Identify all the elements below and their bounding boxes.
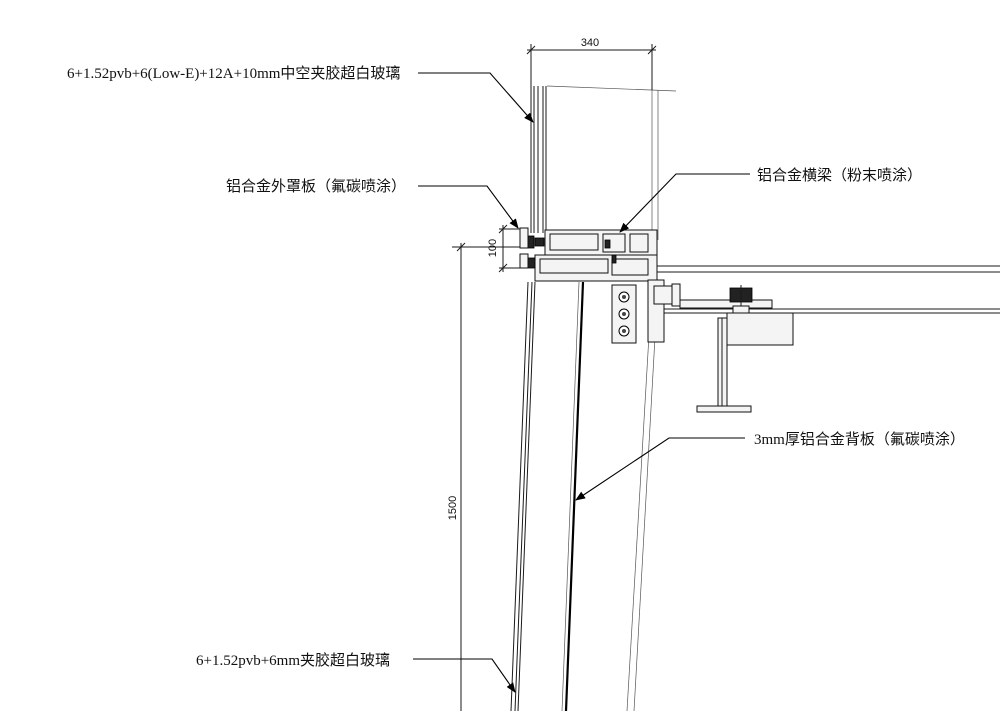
width-dimension-text: 340 — [581, 37, 599, 49]
upper-glass-unit — [530, 86, 547, 233]
lower-glass-panel — [510, 281, 536, 711]
back-panel-label: 3mm厚铝合金背板（氟碳喷涂） — [754, 430, 965, 448]
structural-column-lines — [626, 90, 659, 711]
cover-plate-label: 铝合金外罩板（氟碳喷涂） — [226, 177, 406, 195]
panel-height-text: 1500 — [447, 496, 459, 520]
glass-bottom-label: 6+1.52pvb+6mm夹胶超白玻璃 — [196, 652, 390, 669]
slab-lines — [657, 265, 1000, 314]
glass-top-edge-line — [546, 85, 677, 92]
connection-bracket — [611, 279, 773, 344]
transom-label: 铝合金横梁（粉末喷涂） — [757, 167, 922, 184]
profile-height-text: 100 — [487, 239, 499, 257]
aluminum-back-panel — [564, 281, 585, 711]
panel-height-dimension: 1500 — [447, 242, 520, 711]
back-panel-inner-line — [561, 281, 580, 711]
transom-profile — [519, 227, 658, 282]
steel-beam — [696, 312, 794, 413]
glass-top-label: 6+1.52pvb+6(Low-E)+12A+10mm中空夹胶超白玻璃 — [67, 65, 400, 82]
profile-height-dimension: 100 — [487, 224, 520, 273]
leader-lines — [413, 72, 750, 693]
width-dimension: 340 — [526, 37, 657, 90]
